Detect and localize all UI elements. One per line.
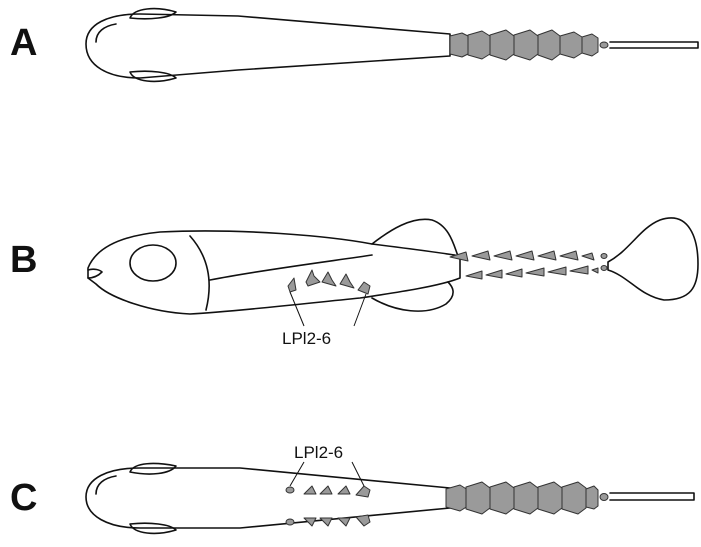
panel-c-caudal-plates xyxy=(446,482,608,514)
panel-a-caudal-plates xyxy=(450,30,608,60)
panel-c-callout-label: LPl2-6 xyxy=(294,443,343,462)
panel-b: B xyxy=(10,218,698,348)
panel-c: C xyxy=(10,443,694,533)
panel-c-leader-right xyxy=(352,462,364,486)
panel-b-callout-label: LPl2-6 xyxy=(282,329,331,348)
panel-b-callout: LPl2-6 xyxy=(282,292,366,348)
panel-b-lateral-plates xyxy=(288,270,370,294)
panel-a: A xyxy=(10,9,698,82)
panel-b-leader-left xyxy=(290,292,304,326)
panel-b-letter: B xyxy=(10,239,37,281)
panel-b-caudal-plates xyxy=(450,251,607,279)
panel-a-letter: A xyxy=(10,22,37,64)
panel-c-letter: C xyxy=(10,477,37,519)
panel-c-lateral-plates xyxy=(286,486,370,526)
